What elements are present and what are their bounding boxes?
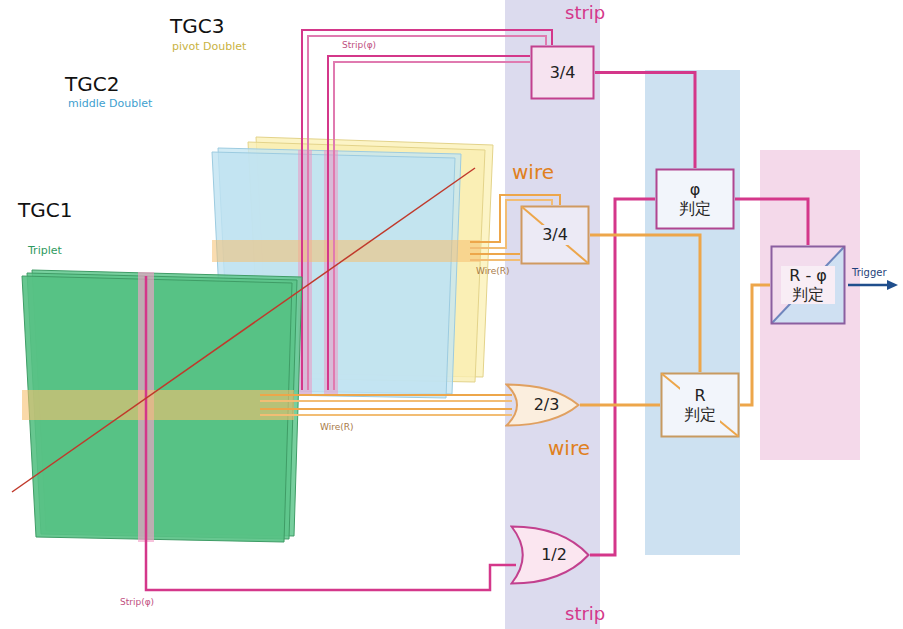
signal-connector (580, 404, 660, 407)
box-text: R 判定 (680, 386, 721, 424)
strip-band (298, 150, 312, 395)
box-border (522, 207, 589, 264)
text-group: 2/3 (524, 395, 562, 414)
signal-connector (740, 285, 770, 405)
box-text: 1/2 (539, 545, 569, 564)
text-group: 3/4 (548, 63, 578, 82)
box-text: φ 判定 (675, 180, 716, 218)
wire-signal-line (470, 259, 520, 261)
text-group: φ 判定 (675, 180, 716, 218)
chamber-type: pivot Doublet (172, 40, 246, 53)
box-text: 2/3 (532, 395, 562, 414)
box-fill (772, 247, 845, 324)
chamber-name: TGC1 (18, 198, 72, 222)
box-fill (772, 247, 845, 324)
box-diagonal (772, 247, 845, 324)
majority-gate: 2/3 (505, 383, 580, 427)
text-group: R - φ 判定 (781, 266, 835, 304)
signal-type-label: strip (565, 603, 605, 625)
wire-signal-line (260, 408, 512, 410)
signal-type-label: wire (512, 160, 554, 184)
signal-name: Strip(φ) (342, 40, 376, 51)
box-text: 3/4 (540, 225, 570, 244)
r-judgement-box: R 判定 (660, 372, 740, 438)
wire-signal-line (260, 394, 512, 396)
gate-outline (512, 527, 589, 584)
signal-name: Wire(R) (320, 422, 354, 433)
chamber-name: TGC2 (65, 72, 119, 96)
wire-coincidence-box: 3/4 (520, 205, 590, 265)
signal-connector (595, 73, 695, 169)
wire-band (22, 390, 294, 420)
or-gate: 1/2 (510, 525, 590, 585)
text-group: R 判定 (680, 386, 721, 424)
output-label: Trigger (852, 267, 887, 279)
box-border (532, 47, 594, 99)
trigger-output-line (848, 284, 888, 287)
signal-type-label: wire (548, 436, 590, 460)
text-group: 3/4 (540, 225, 570, 244)
signal-name: Wire(R) (476, 266, 510, 277)
gate-outline (507, 385, 579, 426)
signal-connector (735, 199, 808, 245)
wire-signal-line (470, 253, 520, 255)
signal-name: Strip(φ) (120, 597, 154, 608)
muon-track (12, 168, 475, 492)
judgement-band (645, 70, 740, 555)
box-text: 3/4 (548, 63, 578, 82)
strip-signal-line (146, 276, 516, 590)
coincidence-band (505, 0, 600, 629)
box-border (662, 374, 739, 437)
strip-signal-line (308, 36, 546, 390)
signal-connector (590, 199, 655, 555)
trigger-arrowhead (887, 280, 898, 290)
signal-connector (590, 235, 700, 372)
final-judgement-band (760, 150, 860, 460)
strip-coincidence-box: 3/4 (530, 45, 595, 100)
signal-type-label: strip (565, 2, 605, 24)
strip-signal-line (302, 30, 552, 390)
chamber-type: middle Doublet (68, 97, 152, 110)
phi-judgement-box: φ 判定 (655, 168, 735, 230)
wire-signal-line (260, 400, 512, 402)
box-diagonal (662, 374, 739, 437)
text-group: 1/2 (531, 545, 569, 564)
box-text: R - φ 判定 (781, 266, 835, 304)
chamber-name: TGC3 (170, 14, 224, 38)
chamber-type: Triplet (28, 244, 62, 257)
wire-signal-line (260, 414, 512, 416)
r-phi-judgement-box: R - φ 判定 (770, 245, 846, 325)
box-border (772, 247, 845, 324)
box-border (657, 170, 734, 229)
box-diagonal (522, 207, 589, 264)
